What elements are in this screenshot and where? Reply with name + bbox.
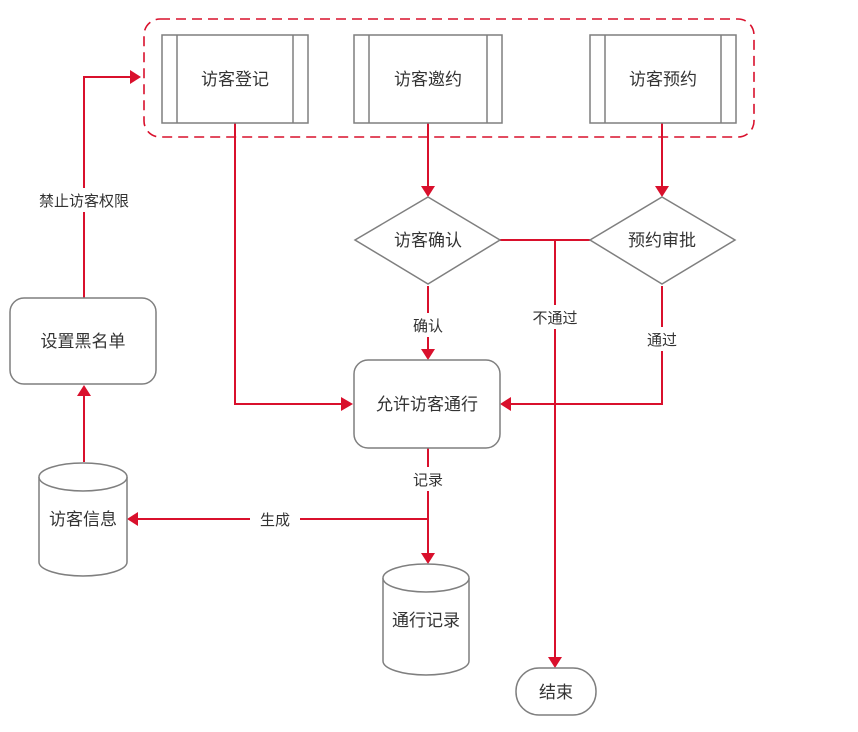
node-label: 访客确认 (394, 231, 462, 251)
arrow-head (500, 397, 511, 411)
node-visitor-register[interactable]: 访客登记 (161, 34, 309, 124)
node-visitor-confirm[interactable]: 访客确认 (353, 196, 502, 285)
node-label: 结束 (539, 683, 573, 703)
arrow-head (548, 657, 562, 668)
channel-group-container (143, 18, 755, 138)
node-pass-record[interactable]: 通行记录 (382, 563, 470, 676)
arrow-head (655, 186, 669, 197)
arrow-head (130, 70, 141, 84)
node-label: 设置黑名单 (41, 332, 126, 352)
edge-label-approved: 通过 (647, 331, 677, 349)
arrow-head (421, 186, 435, 197)
arrow-head (341, 397, 353, 411)
arrow-head (77, 385, 91, 396)
node-visitor-invite[interactable]: 访客邀约 (353, 34, 503, 124)
node-set-blacklist[interactable]: 设置黑名单 (9, 297, 157, 385)
arrow-head (421, 553, 435, 564)
node-label: 访客登记 (201, 70, 269, 90)
node-label: 访客信息 (49, 510, 117, 530)
arrow-head (421, 349, 435, 360)
node-label: 预约审批 (628, 231, 696, 251)
edge-label-rejected: 不通过 (532, 309, 577, 327)
node-label: 允许访客通行 (376, 395, 478, 415)
node-visitor-info[interactable]: 访客信息 (38, 462, 128, 577)
node-end[interactable]: 结束 (515, 667, 597, 716)
node-allow-pass[interactable]: 允许访客通行 (353, 359, 501, 449)
node-visitor-booking[interactable]: 访客预约 (589, 34, 737, 124)
edge-label-generate: 生成 (260, 511, 290, 529)
node-booking-approval[interactable]: 预约审批 (588, 196, 737, 285)
node-label: 访客邀约 (394, 70, 462, 90)
edge-label-record: 记录 (413, 471, 443, 489)
edge-register-to-allow (234, 123, 342, 405)
node-label: 通行记录 (392, 611, 460, 631)
arrow-head (127, 512, 138, 526)
edge-blacklist-to-group (83, 76, 130, 298)
edge-label-forbid: 禁止访客权限 (39, 192, 129, 210)
node-label: 访客预约 (629, 70, 697, 90)
edge-approval-to-allow (510, 286, 663, 405)
edge-label-confirm: 确认 (413, 317, 443, 335)
